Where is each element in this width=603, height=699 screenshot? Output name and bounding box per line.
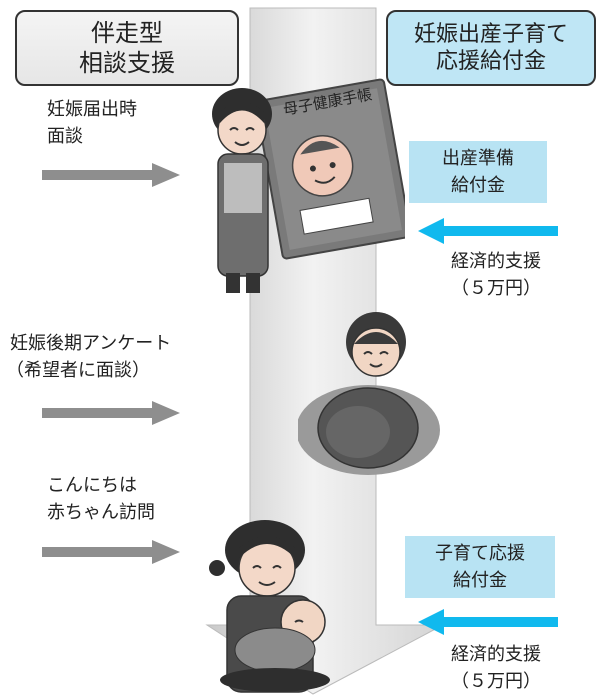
- step-late-pregnancy-survey: 妊娠後期アンケート （希望者に面談）: [6, 330, 172, 384]
- benefit-box-child-rearing: 子育て応援 給付金: [405, 536, 555, 598]
- header-accompaniment-consultation: 伴走型 相談支援: [15, 10, 239, 86]
- step-pregnancy-notification: 妊娠届出時 面談: [47, 96, 137, 150]
- step2-line2: （希望者に面談）: [6, 360, 150, 381]
- gray-arrow-right-icon: [42, 401, 180, 425]
- step3-line2: 赤ちゃん訪問: [47, 502, 155, 523]
- step-baby-visit: こんにちは 赤ちゃん訪問: [47, 472, 155, 526]
- benefit2-amount: （５万円）: [451, 671, 541, 692]
- step1-line2: 面談: [47, 126, 83, 147]
- economic-support-1: 経済的支援 （５万円）: [421, 248, 571, 302]
- header-left-line1: 伴走型: [91, 19, 163, 47]
- header-support-benefit: 妊娠出産子育て 応援給付金: [386, 10, 596, 86]
- step3-line1: こんにちは: [47, 475, 137, 496]
- gray-arrow-right-icon: [42, 540, 180, 564]
- benefit2-line2: 給付金: [453, 570, 507, 591]
- benefit1-line2: 給付金: [451, 175, 505, 196]
- header-left-line2: 相談支援: [79, 49, 175, 77]
- mother-holding-baby-illustration: [209, 520, 330, 693]
- pregnant-woman-illustration: [298, 312, 440, 475]
- benefit1-line1: 出産準備: [442, 148, 514, 169]
- benefit1-support: 経済的支援: [451, 251, 541, 272]
- header-right-line1: 妊娠出産子育て: [413, 21, 568, 47]
- benefit2-support: 経済的支援: [451, 644, 541, 665]
- benefit1-amount: （５万円）: [451, 278, 541, 299]
- benefit2-line1: 子育て応援: [435, 543, 525, 564]
- mother-with-handbook-illustration: 母子健康手帳: [212, 78, 405, 293]
- benefit-box-birth-preparation: 出産準備 給付金: [409, 141, 547, 203]
- gray-arrow-right-icon: [42, 163, 180, 187]
- cyan-arrow-left-icon: [418, 218, 558, 244]
- step1-line1: 妊娠届出時: [47, 99, 137, 120]
- header-right-line2: 応援給付金: [435, 49, 546, 74]
- economic-support-2: 経済的支援 （５万円）: [421, 641, 571, 695]
- cyan-arrow-left-icon: [418, 609, 558, 635]
- step2-line1: 妊娠後期アンケート: [10, 333, 172, 354]
